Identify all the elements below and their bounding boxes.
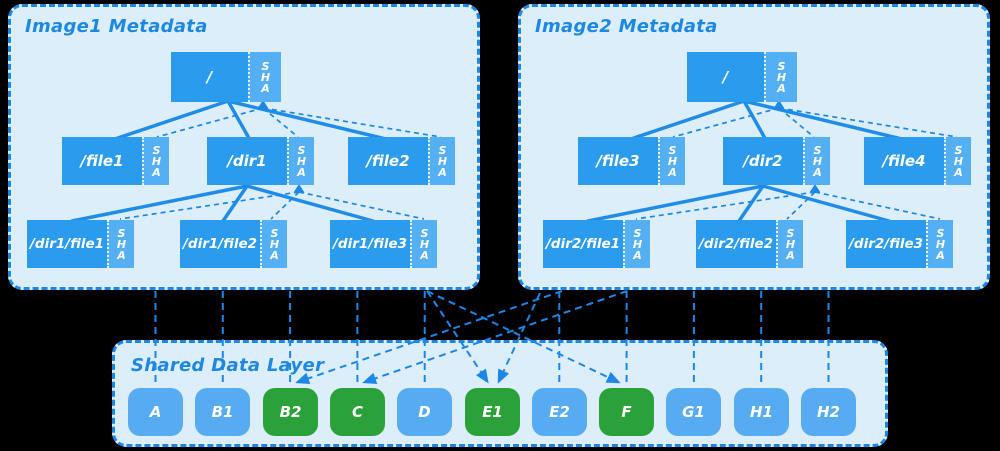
- sha-badge-text: SHA: [269, 226, 280, 262]
- sha-badge-text: SHA: [776, 59, 787, 95]
- data-block-b1: B1: [195, 388, 250, 436]
- sha-badge-text: SHA: [296, 143, 307, 179]
- data-block-e2: E2: [532, 388, 587, 436]
- node-image1-dir1-file2-label: /dir1/file2: [180, 220, 260, 268]
- sha-badge: SHA: [410, 220, 437, 268]
- data-block-b2: B2: [263, 388, 318, 436]
- node-image1-dir1: /dir1 SHA: [207, 137, 314, 185]
- data-block-f: F: [599, 388, 654, 436]
- sha-badge-text: SHA: [785, 226, 796, 262]
- sha-badge: SHA: [107, 220, 134, 268]
- data-block-e1: E1: [465, 388, 520, 436]
- data-block-h1: H1: [734, 388, 789, 436]
- sha-badge: SHA: [287, 137, 314, 185]
- sha-badge: SHA: [776, 220, 803, 268]
- node-image2-file4-label: /file4: [864, 137, 944, 185]
- node-image2-root-label: /: [687, 52, 764, 102]
- shared-layer-title: Shared Data Layer: [131, 355, 325, 376]
- node-image2-dir2-file2: /dir2/file2 SHA: [696, 220, 803, 268]
- node-image1-root: / SHA: [171, 52, 281, 102]
- node-image1-root-label: /: [171, 52, 248, 102]
- sha-badge: SHA: [260, 220, 287, 268]
- data-block-g1: G1: [666, 388, 721, 436]
- data-block-a: A: [128, 388, 183, 436]
- sha-badge-text: SHA: [419, 226, 430, 262]
- node-image2-dir2-file3: /dir2/file3 SHA: [846, 220, 953, 268]
- sha-badge: SHA: [944, 137, 971, 185]
- node-image1-file1-label: /file1: [62, 137, 142, 185]
- node-image2-root: / SHA: [687, 52, 797, 102]
- sha-badge-text: SHA: [953, 143, 964, 179]
- sha-badge-text: SHA: [632, 226, 643, 262]
- sha-badge: SHA: [803, 137, 830, 185]
- sha-badge: SHA: [248, 52, 281, 102]
- node-image2-dir2-file3-label: /dir2/file3: [846, 220, 926, 268]
- node-image1-file1: /file1 SHA: [62, 137, 169, 185]
- node-image1-dir1-file2: /dir1/file2 SHA: [180, 220, 287, 268]
- node-image2-dir2-file1-label: /dir2/file1: [543, 220, 623, 268]
- sha-badge-text: SHA: [437, 143, 448, 179]
- sha-badge: SHA: [926, 220, 953, 268]
- panel-image2-title: Image2 Metadata: [535, 16, 718, 37]
- node-image1-dir1-file1-label: /dir1/file1: [27, 220, 107, 268]
- sha-badge-text: SHA: [812, 143, 823, 179]
- node-image2-file3-label: /file3: [578, 137, 658, 185]
- node-image1-dir1-file3-label: /dir1/file3: [330, 220, 410, 268]
- sha-badge-text: SHA: [260, 59, 271, 95]
- node-image2-dir2: /dir2 SHA: [723, 137, 830, 185]
- sha-badge: SHA: [428, 137, 455, 185]
- node-image2-dir2-file2-label: /dir2/file2: [696, 220, 776, 268]
- node-image2-dir2-file1: /dir2/file1 SHA: [543, 220, 650, 268]
- sha-badge-text: SHA: [667, 143, 678, 179]
- sha-badge: SHA: [142, 137, 169, 185]
- node-image2-file4: /file4 SHA: [864, 137, 971, 185]
- sha-badge-text: SHA: [116, 226, 127, 262]
- panel-image1-title: Image1 Metadata: [25, 16, 208, 37]
- node-image1-file2-label: /file2: [348, 137, 428, 185]
- node-image1-dir1-file3: /dir1/file3 SHA: [330, 220, 437, 268]
- data-block-c: C: [330, 388, 385, 436]
- sha-badge: SHA: [764, 52, 797, 102]
- sha-badge-text: SHA: [151, 143, 162, 179]
- sha-badge-text: SHA: [935, 226, 946, 262]
- node-image1-dir1-file1: /dir1/file1 SHA: [27, 220, 134, 268]
- node-image2-file3: /file3 SHA: [578, 137, 685, 185]
- data-block-h2: H2: [801, 388, 856, 436]
- sha-badge: SHA: [623, 220, 650, 268]
- data-block-d: D: [397, 388, 452, 436]
- sha-badge: SHA: [658, 137, 685, 185]
- node-image2-dir2-label: /dir2: [723, 137, 803, 185]
- node-image1-dir1-label: /dir1: [207, 137, 287, 185]
- node-image1-file2: /file2 SHA: [348, 137, 455, 185]
